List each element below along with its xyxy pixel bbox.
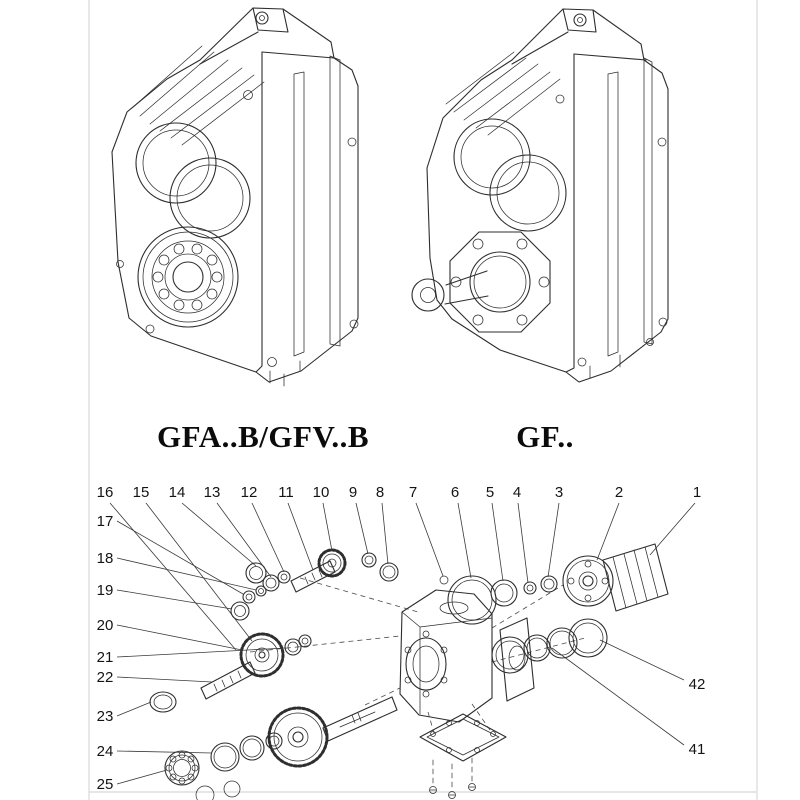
cooling-fins xyxy=(131,45,265,146)
part-label-42: 42 xyxy=(689,676,706,693)
output-gear-teeth xyxy=(267,706,329,768)
output-flange xyxy=(449,231,551,333)
oil-plug xyxy=(573,13,587,27)
second-stage-cluster xyxy=(149,632,312,713)
gasket-holes xyxy=(430,720,496,753)
part-label-18: 18 xyxy=(97,550,114,567)
cooling-fins xyxy=(445,51,561,136)
part-label-19: 19 xyxy=(97,582,114,599)
part-label-3: 3 xyxy=(555,484,563,501)
part-label-16: 16 xyxy=(97,484,114,501)
part-label-25: 25 xyxy=(97,776,114,793)
motor-flange-bolts xyxy=(567,560,609,602)
part-label-4: 4 xyxy=(513,484,521,501)
part-label-21: 21 xyxy=(97,649,114,666)
bearing-balls xyxy=(165,751,199,785)
part-label-12: 12 xyxy=(241,484,258,501)
mid-bore-outer xyxy=(489,154,567,232)
output-shaft xyxy=(411,270,489,312)
housing-top-opening xyxy=(439,601,469,615)
part-label-14: 14 xyxy=(169,484,186,501)
output-gear-and-shaft xyxy=(267,696,398,768)
side-ribs xyxy=(293,55,341,357)
part-label-20: 20 xyxy=(97,617,114,634)
intermediate-shaft-cluster xyxy=(230,548,399,621)
gearbox-gf-drawing xyxy=(411,8,669,383)
motor-unit xyxy=(562,543,669,612)
output-shaft xyxy=(322,696,398,742)
part-label-22: 22 xyxy=(97,669,114,686)
part-label-15: 15 xyxy=(133,484,150,501)
photo-edges xyxy=(88,0,758,800)
mid-bore-outer xyxy=(169,157,251,239)
mid-bore-inner xyxy=(496,161,560,225)
input-shaft xyxy=(290,560,336,593)
oil-plug-center xyxy=(577,17,583,23)
output-rings xyxy=(491,618,608,674)
oil-plug xyxy=(255,11,269,25)
base-notches xyxy=(589,354,621,379)
base-screws xyxy=(429,783,476,799)
front-corner-edge xyxy=(565,53,575,373)
part-number-labels: 16 15 14 13 12 11 10 9 8 7 6 5 4 3 2 1 1… xyxy=(97,484,706,793)
housing-bolts xyxy=(555,94,668,367)
output-bearing-cluster xyxy=(164,732,283,800)
part-label-41: 41 xyxy=(689,741,706,758)
mid-bore-inner xyxy=(176,164,244,232)
gear-housing xyxy=(399,575,493,723)
part-label-17: 17 xyxy=(97,513,114,530)
part-label-7: 7 xyxy=(409,484,417,501)
pinion-shaft xyxy=(200,661,256,700)
housing-bolt-holes xyxy=(404,630,448,698)
caption-gf-model: GF.. xyxy=(516,419,574,454)
side-ribs xyxy=(607,57,653,357)
second-gear-teeth xyxy=(239,632,285,678)
housing-outline xyxy=(111,7,359,383)
breather-plug xyxy=(439,575,449,585)
oil-plug-center xyxy=(259,15,265,21)
output-bearing xyxy=(137,226,239,328)
top-face-edges xyxy=(511,8,647,65)
part-label-10: 10 xyxy=(313,484,330,501)
input-small-parts xyxy=(447,575,558,625)
part-label-11: 11 xyxy=(278,484,294,501)
part-label-6: 6 xyxy=(451,484,459,501)
housing-bolts xyxy=(116,90,359,367)
housing-outline xyxy=(426,8,669,383)
input-bore-inner xyxy=(460,125,524,189)
side-cover-plate xyxy=(499,617,535,702)
part-label-23: 23 xyxy=(97,708,114,725)
part-label-9: 9 xyxy=(349,484,357,501)
input-bore-inner xyxy=(142,129,210,197)
bearing-balls xyxy=(152,243,223,311)
part-label-2: 2 xyxy=(615,484,623,501)
gearbox-gfa-drawing xyxy=(111,7,359,387)
caption-gfa-model: GFA..B/GFV..B xyxy=(157,419,369,454)
part-label-24: 24 xyxy=(97,743,114,760)
assembly-axis-lines xyxy=(249,577,586,734)
flange-bolt-holes xyxy=(450,238,550,326)
base-notches xyxy=(269,360,301,387)
input-bore-outer xyxy=(135,122,217,204)
part-label-13: 13 xyxy=(204,484,221,501)
front-corner-edge xyxy=(255,51,263,373)
leader-lines xyxy=(109,502,696,785)
motor-ribs xyxy=(612,546,659,609)
part-label-8: 8 xyxy=(376,484,384,501)
part-label-5: 5 xyxy=(486,484,494,501)
base-gasket xyxy=(419,713,507,799)
top-face-edges xyxy=(199,7,335,65)
input-bore-outer xyxy=(453,118,531,196)
exploded-view: 16 15 14 13 12 11 10 9 8 7 6 5 4 3 2 1 1… xyxy=(97,484,706,800)
part-label-1: 1 xyxy=(693,484,701,501)
